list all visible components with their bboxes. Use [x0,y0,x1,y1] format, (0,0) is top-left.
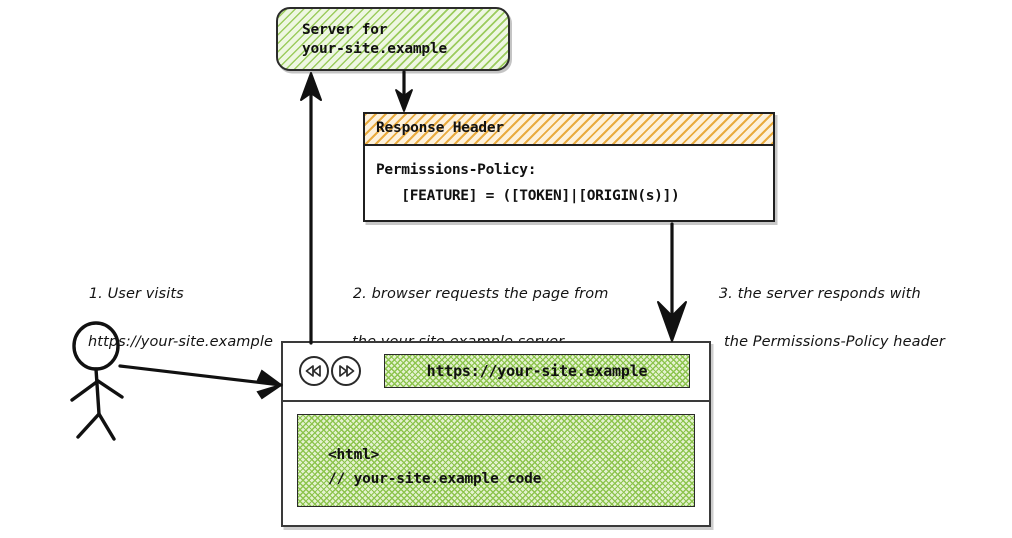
permissions-policy-key: Permissions-Policy: [376,162,537,178]
response-header-card: Response Header Permissions-Policy: [FEA… [363,112,775,222]
forward-icon[interactable] [331,356,361,386]
annotation-step-1-line-1: 1. User visits [88,286,184,302]
url-text: https://your-site.example [426,362,648,380]
response-header-title: Response Header [376,120,504,136]
annotation-step-2-line-1: 2. browser requests the page from [352,286,609,302]
annotation-step-1: 1. User visits https://your-site.example [70,258,273,402]
arrow-response-header-to-browser [657,222,687,342]
annotation-step-3: 3. the server responds with the Permissi… [700,258,945,402]
page-source-line-1: <html> [328,447,380,463]
response-header-body: Permissions-Policy: [FEATURE] = ([TOKEN]… [365,146,773,209]
page-source-block: <html> // your-site.example code [297,414,695,507]
annotation-step-3-line-2: the Permissions-Policy header [724,334,945,350]
page-source-line-2: // your-site.example code [328,471,542,487]
arrow-browser-to-server [300,72,322,345]
server-node: Server for your-site.example [276,7,510,71]
server-node-label: Server for your-site.example [302,22,448,57]
annotation-step-3-line-1: 3. the server responds with [718,286,921,302]
arrow-server-to-response-header [395,70,413,112]
browser-toolbar: https://your-site.example [283,343,709,402]
permissions-policy-value: [FEATURE] = ([TOKEN]|[ORIGIN(s)]) [376,188,680,204]
url-bar[interactable]: https://your-site.example [384,354,690,388]
annotation-step-1-line-2: https://your-site.example [88,334,273,350]
back-icon[interactable] [299,356,329,386]
response-header-title-bar: Response Header [365,114,773,146]
stick-figure-legs [76,411,116,441]
browser-content-area: <html> // your-site.example code [283,402,709,525]
browser-window: https://your-site.example <html> // your… [281,341,711,527]
